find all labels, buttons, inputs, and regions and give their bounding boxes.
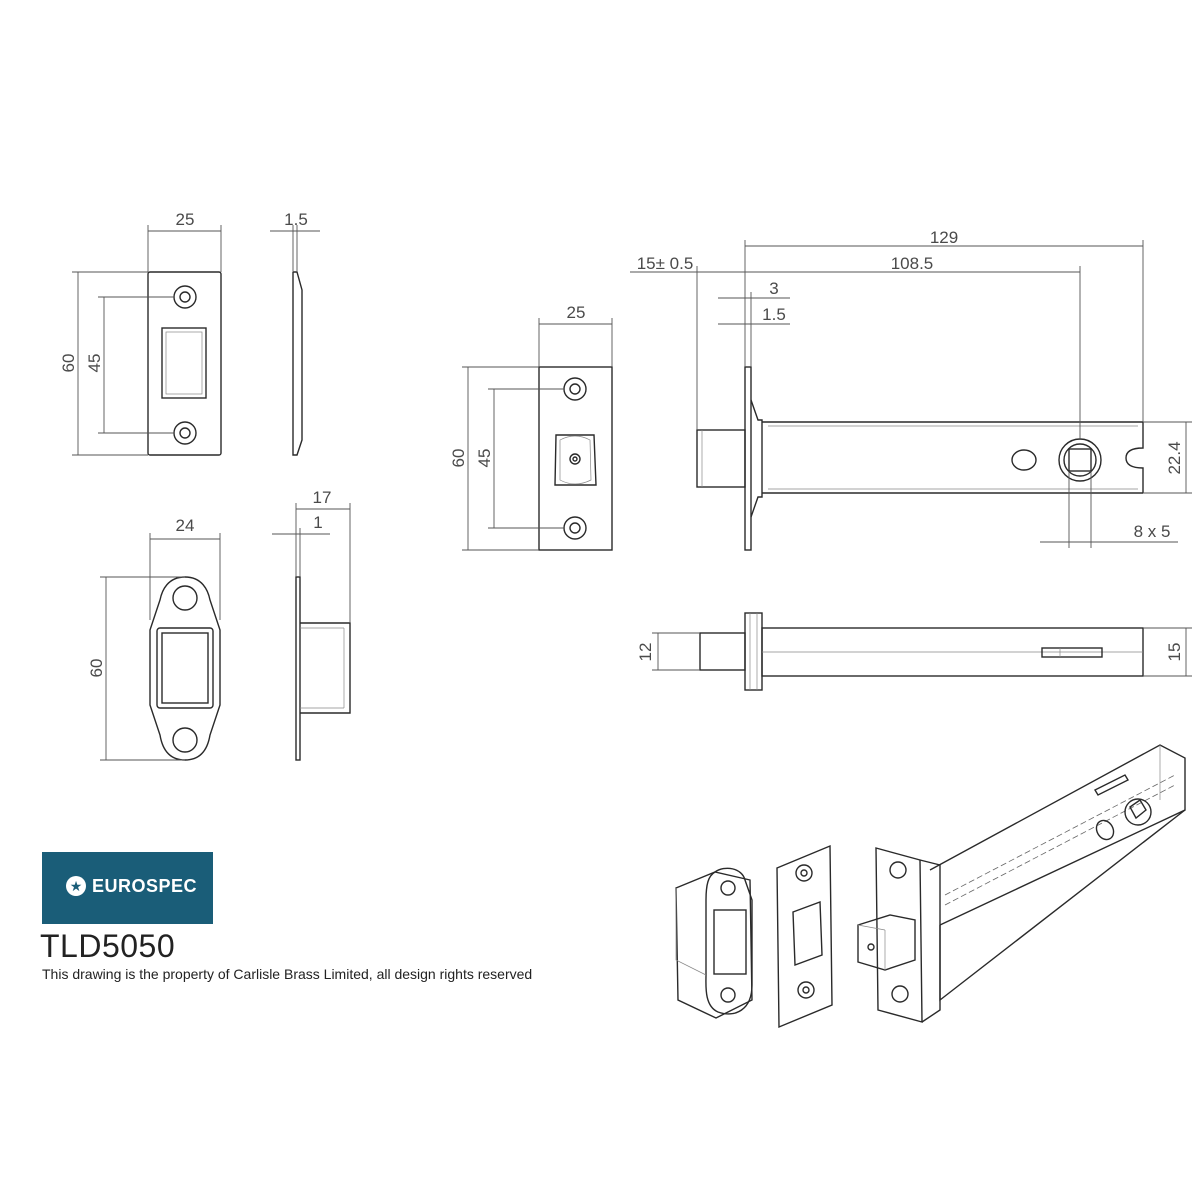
dim-box-strike-width: 24 <box>176 516 195 535</box>
dim-strike-width: 25 <box>176 210 195 229</box>
dim-backset: 108.5 <box>891 254 934 273</box>
dim-forend-thickness: 1.5 <box>762 305 786 324</box>
copyright-notice: This drawing is the property of Carlisle… <box>42 966 533 982</box>
dim-strike-hole-spacing: 45 <box>85 354 104 373</box>
dim-box-strike-plate-thickness: 1 <box>313 513 322 532</box>
dim-strike-height: 60 <box>59 354 78 373</box>
dim-forend-height: 60 <box>449 449 468 468</box>
forend-front-view: 25 60 45 <box>449 303 613 551</box>
dim-forend-step: 3 <box>769 279 778 298</box>
strike-plate-side-view: 1.5 <box>270 210 320 456</box>
brand-name: EUROSPEC <box>92 876 198 896</box>
box-strike-front-view: 24 60 <box>87 516 221 761</box>
latch-top-view: 129 108.5 15± 0.5 3 1.5 22.4 8 x 5 <box>630 228 1192 551</box>
product-code: TLD5050 <box>40 928 176 964</box>
dim-case-thickness: 15 <box>1165 643 1184 662</box>
brand-star-icon: ★ <box>66 876 86 896</box>
dim-spindle-size: 8 x 5 <box>1134 522 1171 541</box>
box-strike-side-view: 17 1 <box>272 488 351 761</box>
dim-box-strike-height: 60 <box>87 659 106 678</box>
dim-box-strike-depth: 17 <box>313 488 332 507</box>
dim-forend-hole-spacing: 45 <box>475 449 494 468</box>
dim-overall-length: 129 <box>930 228 958 247</box>
dim-forend-width: 25 <box>567 303 586 322</box>
strike-plate-front-view: 25 60 45 <box>59 210 222 456</box>
dim-case-height: 22.4 <box>1165 441 1184 474</box>
dim-bolt-height: 12 <box>636 643 655 662</box>
isometric-assembly-view <box>675 744 1186 1029</box>
latch-side-view: 12 15 <box>636 612 1192 691</box>
dim-strike-thickness: 1.5 <box>284 210 308 229</box>
dim-bolt-projection: 15± 0.5 <box>637 254 694 273</box>
